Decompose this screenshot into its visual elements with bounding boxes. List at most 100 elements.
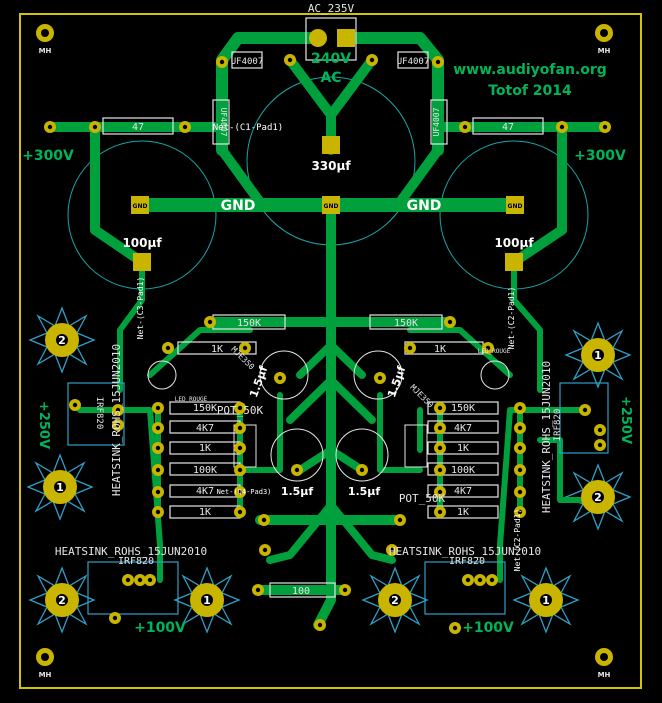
mounting-hole-label: MH xyxy=(598,47,611,55)
via-drill xyxy=(437,405,443,411)
rail-100v-left: +100V xyxy=(134,620,186,636)
heatsink-pad-drill xyxy=(54,481,66,493)
via-drill xyxy=(147,577,153,583)
via-drill xyxy=(437,467,443,473)
heatsink-pad-number: 1 xyxy=(56,481,64,494)
via-drill xyxy=(115,422,121,428)
mounting-hole-drill xyxy=(600,29,608,37)
via-drill xyxy=(582,407,588,413)
rail-300v-left: +300V xyxy=(22,148,74,164)
gnd-label-right: GND xyxy=(407,198,442,214)
via-drill xyxy=(517,425,523,431)
net-q4-pad: Net-(Q4-Pad3) xyxy=(217,488,272,496)
mosfet-right-bottom-label: IRF820 xyxy=(449,556,485,567)
via-drill xyxy=(447,319,453,325)
via-drill xyxy=(517,445,523,451)
mosfet-outlines xyxy=(67,382,609,615)
via-drill xyxy=(517,467,523,473)
labels: AC_235V 240V AC www.audiyofan.org Totof … xyxy=(22,2,633,636)
via-drill xyxy=(462,124,468,130)
mosfet-left-bottom-label: IRF820 xyxy=(118,556,154,567)
via-drill xyxy=(517,405,523,411)
net-c2-pad1-bottom: Net-(C2-Pad1) xyxy=(513,509,522,572)
via-drill xyxy=(112,615,118,621)
net-c2-pad1-top: Net-(C2-Pad1) xyxy=(507,287,516,350)
right-stack-5: 1K xyxy=(457,507,469,518)
via-drill xyxy=(317,622,323,628)
heatsink-right-bottom: HEATSINK_ROHS_15JUN2010 xyxy=(389,545,541,558)
heatsink-pad-number: 2 xyxy=(58,594,66,607)
cap-main-label: 330µf xyxy=(311,159,351,173)
via-drill xyxy=(287,57,293,63)
mounting-hole-label: MH xyxy=(39,671,52,679)
via-drill xyxy=(137,577,143,583)
via-drill xyxy=(242,345,248,351)
mounting-hole-drill xyxy=(41,653,49,661)
rail-250v-right: +250V xyxy=(618,396,633,444)
square-pad xyxy=(505,253,523,271)
via-drill xyxy=(559,124,565,130)
mounting-hole-label: MH xyxy=(598,671,611,679)
res-1k-left-top-label: 1K xyxy=(211,344,223,355)
ac-title: AC_235V xyxy=(308,2,355,15)
via-drill xyxy=(219,59,225,65)
via-drill xyxy=(294,467,300,473)
mosfet-left-top-label: IRF820 xyxy=(94,397,104,430)
left-stack-1: 4K7 xyxy=(196,423,214,434)
via-drill xyxy=(237,445,243,451)
via-drill xyxy=(165,345,171,351)
author: Totof 2014 xyxy=(488,83,572,99)
via-drill xyxy=(47,124,53,130)
board-edge xyxy=(19,13,642,689)
right-stack-0: 150K xyxy=(451,403,475,414)
ac-label: AC xyxy=(320,70,341,86)
via-drill xyxy=(437,425,443,431)
cap-small-br-label: 1.5µf xyxy=(348,485,381,498)
diode-left-label: UF4007 xyxy=(231,57,264,67)
rail-250v-left: +250V xyxy=(36,401,51,449)
heatsink-left-bottom: HEATSINK_ROHS_15JUN2010 xyxy=(55,545,207,558)
heatsink-pad-drill xyxy=(56,594,68,606)
diode-vert-right-label: UF4007 xyxy=(432,107,441,136)
res-150k-left-label: 150K xyxy=(237,318,261,329)
via-drill xyxy=(255,587,261,593)
heatsink-pad-number: 1 xyxy=(594,349,602,362)
cap-small-bl-label: 1.5µf xyxy=(281,485,314,498)
via-drill xyxy=(155,425,161,431)
rail-100v-right: +100V xyxy=(462,620,514,636)
via-drill xyxy=(359,467,365,473)
heatsink-pad-drill xyxy=(56,334,68,346)
heatsink-pad-drill xyxy=(592,349,604,361)
via-drill xyxy=(237,425,243,431)
net-c3-pad1: Net-(C3-Pad1) xyxy=(136,277,145,340)
rail-300v-right: +300V xyxy=(574,148,626,164)
pot-left-label: POT_50K xyxy=(217,404,264,417)
heatsink-left-top: HEATSINK_ROHS_15JUN2010 xyxy=(110,344,123,496)
heatsink-pad-number: 2 xyxy=(594,491,602,504)
via-drill xyxy=(602,124,608,130)
ac-pad xyxy=(309,29,327,47)
via-drill xyxy=(342,587,348,593)
via-drill xyxy=(155,445,161,451)
mosfet-right-top-label: IRF820 xyxy=(553,409,563,442)
res-47-left-label: 47 xyxy=(132,122,144,133)
heatsink-pad-number: 1 xyxy=(203,594,211,607)
gnd-pad-label: GND xyxy=(324,203,339,210)
left-stack-5: 1K xyxy=(199,507,211,518)
led-left-label: LED_ROUGE xyxy=(175,396,208,403)
square-pad xyxy=(322,136,340,154)
gnd-pad-label: GND xyxy=(508,203,523,210)
res-150k-right-label: 150K xyxy=(394,318,418,329)
via-drill xyxy=(182,124,188,130)
cap-small-tr-label: 1.5µf xyxy=(385,364,408,399)
heatsink-pad-drill xyxy=(201,594,213,606)
heatsink-pad-number: 1 xyxy=(542,594,550,607)
via-drill xyxy=(261,517,267,523)
square-pad xyxy=(133,253,151,271)
gnd-pad xyxy=(131,196,149,214)
left-stack-3: 100K xyxy=(193,465,217,476)
gnd-pad-label: GND xyxy=(133,203,148,210)
pot-right-label: POT_50K xyxy=(399,492,446,505)
